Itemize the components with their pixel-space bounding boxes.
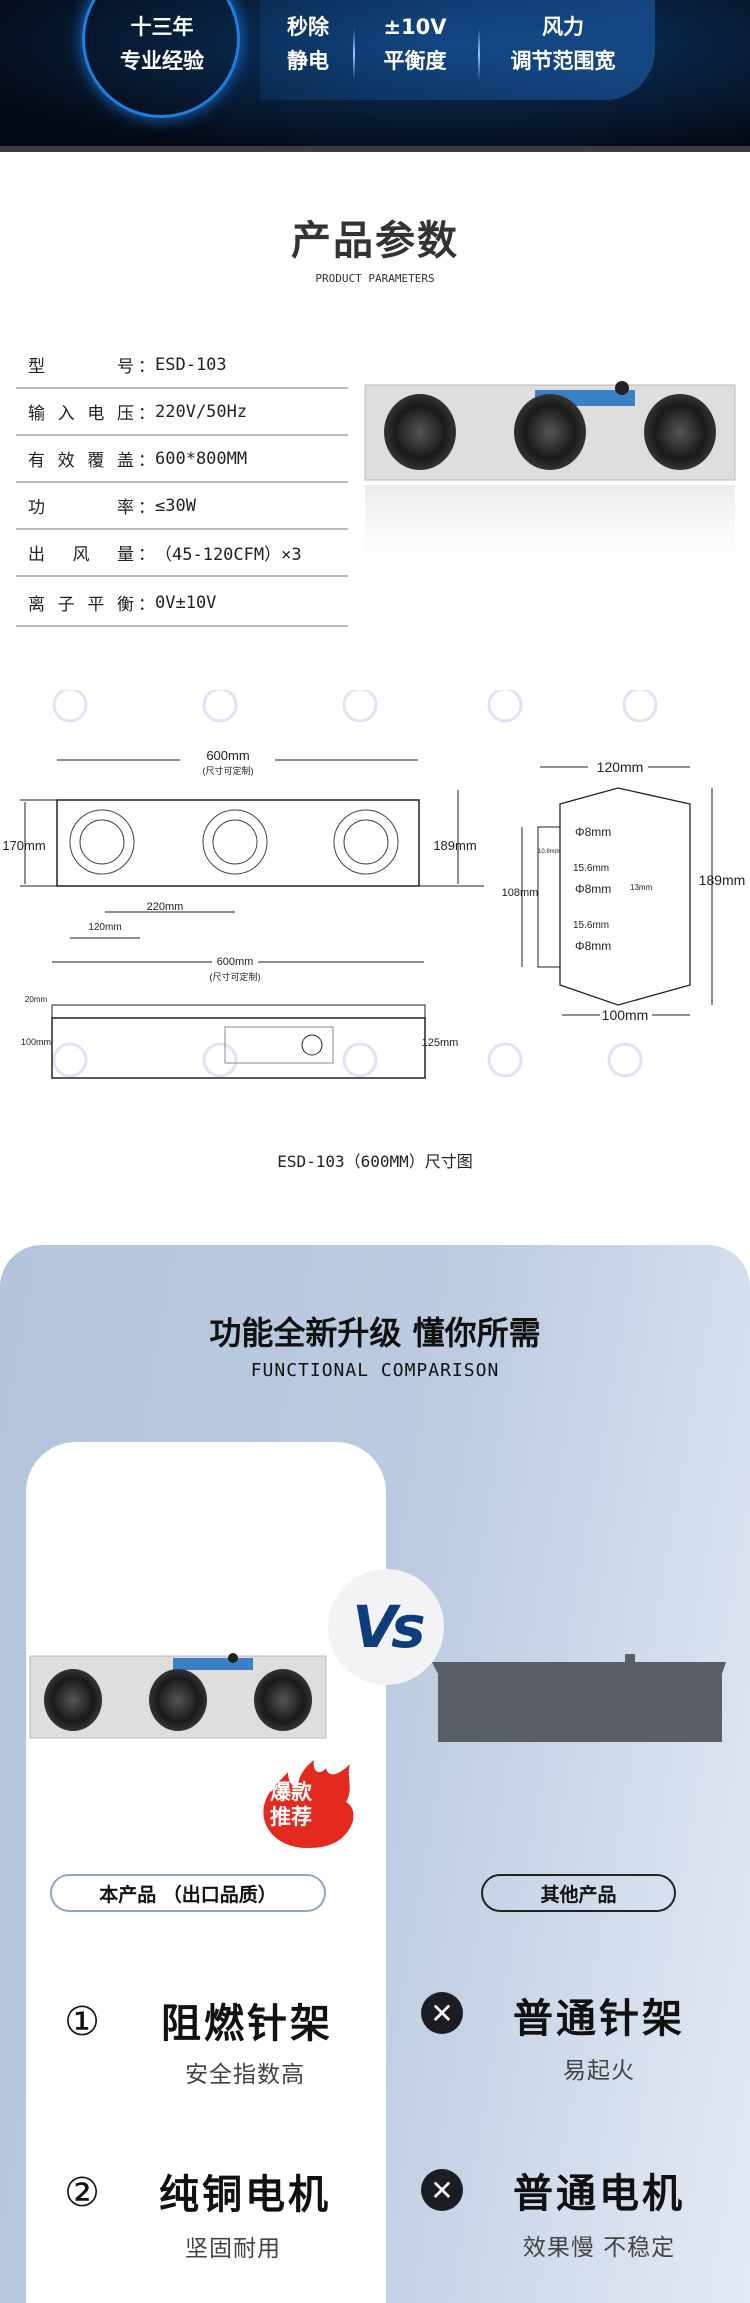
banner-pill-bg bbox=[260, 0, 655, 100]
svg-text:120mm: 120mm bbox=[597, 759, 644, 775]
spec-row: 功率：≤30W bbox=[16, 483, 348, 530]
dimension-drawing: 600mm (尺寸可定制) 170mm 189mm 220mm 120mm 60… bbox=[2, 690, 746, 1079]
cross-icon: ✕ bbox=[421, 1992, 463, 2034]
feature-experience: 十三年专业经验 bbox=[120, 15, 204, 73]
comparison-subtitle: FUNCTIONAL COMPARISON bbox=[250, 1360, 500, 1381]
number-2-icon: ② bbox=[64, 2170, 100, 2216]
other-feature-title: 普通针架 bbox=[513, 1996, 685, 2042]
watermarks bbox=[52, 690, 658, 1078]
comparison-title: 功能全新升级 懂你所需 bbox=[209, 1314, 541, 1352]
svg-text:125mm: 125mm bbox=[422, 1037, 459, 1049]
svg-text:(尺寸可定制): (尺寸可定制) bbox=[210, 971, 261, 982]
product-image bbox=[364, 381, 736, 585]
svg-text:108mm: 108mm bbox=[502, 887, 539, 899]
svg-text:100mm: 100mm bbox=[602, 1007, 649, 1023]
svg-text:Φ8mm: Φ8mm bbox=[575, 939, 611, 953]
feature-title: 阻燃针架 bbox=[161, 2001, 333, 2047]
svg-text:Φ8mm: Φ8mm bbox=[575, 882, 611, 896]
svg-text:10.8mm: 10.8mm bbox=[538, 849, 560, 855]
svg-text:20mm: 20mm bbox=[25, 995, 48, 1004]
other-feature-subtitle: 效果慢 不稳定 bbox=[522, 2235, 676, 2261]
section-title: 产品参数 bbox=[291, 218, 459, 264]
svg-text:170mm: 170mm bbox=[2, 838, 45, 853]
vs-badge: Vs bbox=[328, 1569, 444, 1685]
spec-row: 离子平衡：0V±10V bbox=[16, 580, 348, 627]
section-subtitle: PRODUCT PARAMETERS bbox=[315, 272, 435, 285]
feature-subtitle: 坚固耐用 bbox=[185, 2236, 281, 2262]
our-product-image bbox=[29, 1653, 327, 1739]
feature-airflow: 风力调节范围宽 bbox=[510, 15, 616, 73]
cross-icon: ✕ bbox=[421, 2169, 463, 2211]
svg-text:189mm: 189mm bbox=[433, 838, 476, 853]
svg-text:600mm: 600mm bbox=[217, 956, 254, 968]
dimension-caption: ESD-103（600MM）尺寸图 bbox=[277, 1152, 473, 1171]
svg-text:15.6mm: 15.6mm bbox=[573, 920, 609, 931]
our-product-card bbox=[26, 1442, 386, 2303]
svg-text:15.6mm: 15.6mm bbox=[573, 863, 609, 874]
spec-row: 出风量：（45-120CFM）×3 bbox=[16, 530, 348, 577]
svg-text:220mm: 220mm bbox=[147, 901, 184, 913]
svg-text:100mm: 100mm bbox=[21, 1037, 51, 1047]
other-feature-title: 普通电机 bbox=[513, 2171, 685, 2217]
other-feature-subtitle: 易起火 bbox=[563, 2058, 635, 2084]
divider bbox=[353, 28, 355, 80]
svg-text:189mm: 189mm bbox=[699, 872, 746, 888]
feature-subtitle: 安全指数高 bbox=[185, 2062, 305, 2088]
other-product-image bbox=[432, 1654, 726, 1742]
spec-row: 有效覆盖：600*800MM bbox=[16, 436, 348, 483]
flame-icon bbox=[263, 1760, 354, 1848]
hot-recommend-badge: 爆款推荐 bbox=[258, 1758, 358, 1850]
svg-text:13mm: 13mm bbox=[630, 883, 653, 892]
divider bbox=[478, 28, 480, 80]
svg-text:(尺寸可定制): (尺寸可定制) bbox=[203, 765, 254, 776]
feature-title: 纯铜电机 bbox=[159, 2172, 331, 2218]
feature-static: 秒除静电 bbox=[287, 15, 329, 73]
other-product-label: 其他产品 bbox=[481, 1874, 676, 1912]
spec-row: 型号：ESD-103 bbox=[16, 342, 348, 389]
svg-text:600mm: 600mm bbox=[206, 748, 249, 763]
svg-text:120mm: 120mm bbox=[88, 922, 121, 933]
our-product-label: 本产品 （出口品质） bbox=[50, 1874, 326, 1912]
spec-row: 输入电压：220V/50Hz bbox=[16, 389, 348, 436]
number-1-icon: ① bbox=[64, 1999, 100, 2045]
svg-text:Φ8mm: Φ8mm bbox=[575, 825, 611, 839]
